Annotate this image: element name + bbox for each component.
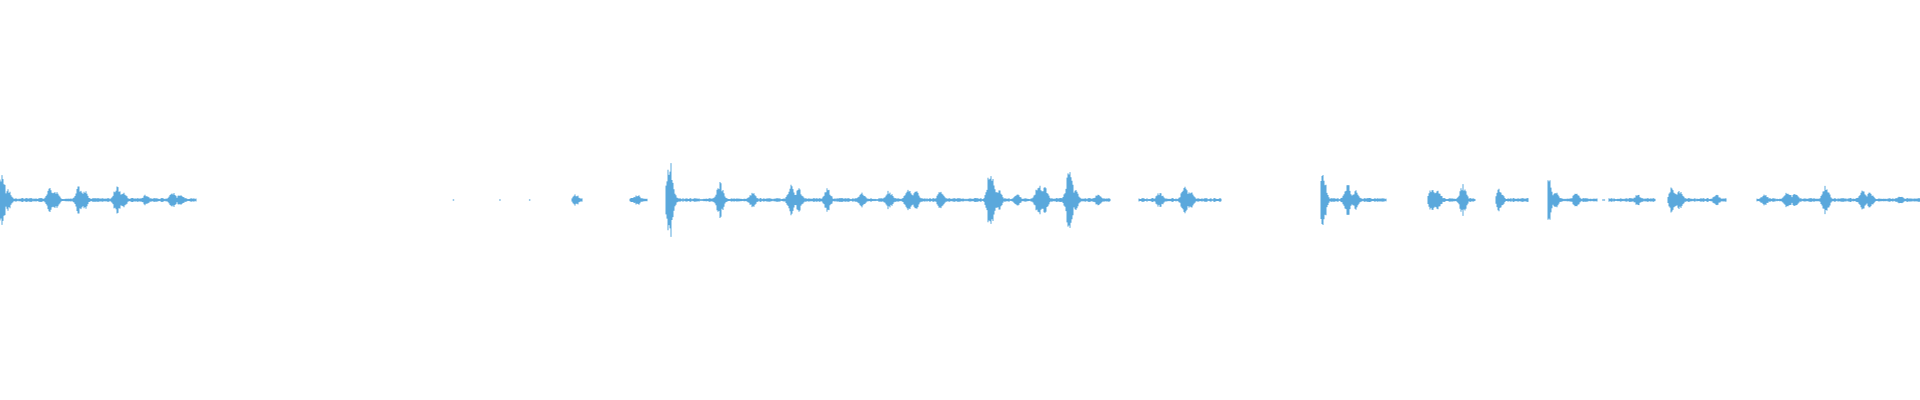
- waveform-samples: [629, 195, 648, 205]
- waveform-noise-dot: [1603, 199, 1606, 201]
- waveform-noise-dot: [1602, 199, 1604, 201]
- waveform-samples: [1667, 187, 1727, 213]
- waveform-noise-dot: [528, 199, 531, 201]
- waveform-samples: [1320, 175, 1387, 225]
- waveform-samples: [571, 194, 583, 206]
- waveform-noise-dot: [499, 199, 501, 201]
- waveform-noise-dot: [452, 199, 455, 201]
- waveform-samples: [1495, 188, 1529, 212]
- waveform-samples: [1608, 194, 1656, 206]
- waveform-samples: [1756, 185, 1920, 215]
- waveform-samples: [1547, 180, 1598, 220]
- waveform-samples: [1427, 184, 1476, 216]
- waveform-samples: [0, 175, 197, 225]
- waveform-samples: [1138, 186, 1222, 214]
- waveform-samples: [665, 163, 1111, 237]
